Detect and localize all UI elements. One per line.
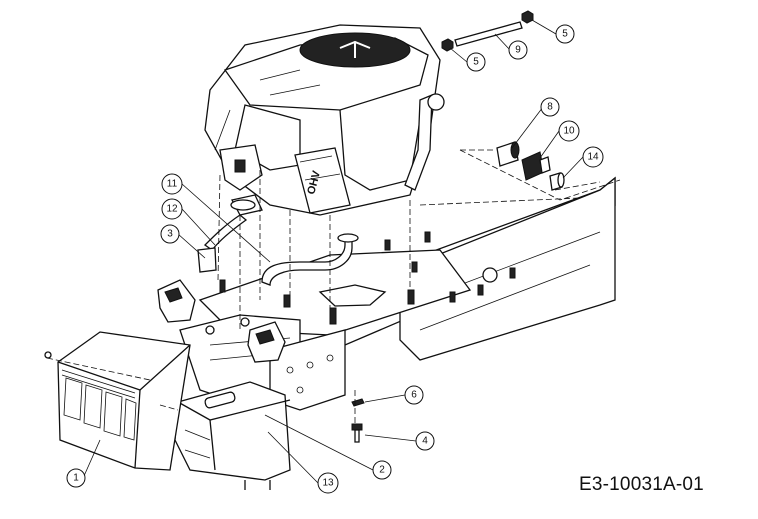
callout-6: 6 — [404, 385, 424, 405]
callout-9-label: 9 — [515, 45, 521, 56]
callout-5a: 5 — [466, 52, 486, 72]
callout-9: 9 — [508, 40, 528, 60]
callout-3: 3 — [160, 224, 180, 244]
callout-1: 1 — [66, 468, 86, 488]
callout-14-label: 14 — [587, 152, 599, 163]
callout-leaders — [83, 19, 584, 484]
assembly-guide-lines — [46, 149, 621, 424]
callout-11: 11 — [161, 173, 183, 195]
engine-assembly: OHV — [204, 24, 445, 216]
callout-5a-label: 5 — [473, 57, 479, 68]
muffler — [174, 381, 291, 490]
callout-3-label: 3 — [167, 229, 173, 240]
callout-2: 2 — [372, 460, 392, 480]
callout-10-label: 10 — [563, 126, 575, 137]
callout-14: 14 — [582, 146, 604, 168]
callout-10: 10 — [558, 120, 580, 142]
callout-6-label: 6 — [411, 390, 417, 401]
callout-4-label: 4 — [422, 436, 428, 447]
callout-5b-label: 5 — [562, 29, 568, 40]
callout-8: 8 — [540, 97, 560, 117]
small-parts — [351, 10, 565, 443]
callout-4: 4 — [415, 431, 435, 451]
drawing-code: E3-10031A-01 — [579, 474, 704, 495]
heat-shield — [44, 331, 191, 471]
callout-13: 13 — [317, 472, 339, 494]
callout-12-label: 12 — [166, 204, 178, 215]
chassis-frame — [157, 176, 616, 411]
callout-5b: 5 — [555, 24, 575, 44]
callout-2-label: 2 — [379, 465, 385, 476]
callout-1-label: 1 — [73, 473, 79, 484]
callout-13-label: 13 — [322, 478, 334, 489]
exhaust-pipes — [197, 199, 359, 293]
callout-8-label: 8 — [547, 102, 553, 113]
callout-11-label: 11 — [167, 179, 178, 190]
callout-12: 12 — [161, 198, 183, 220]
